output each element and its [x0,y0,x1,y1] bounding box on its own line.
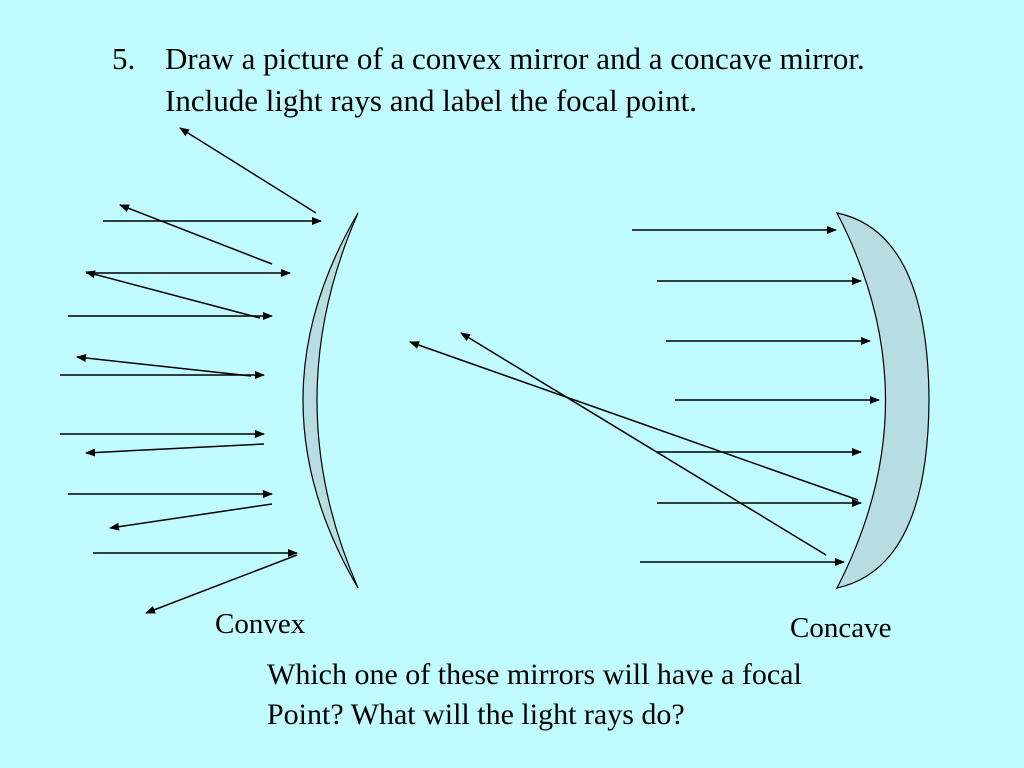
convex-label: Convex [215,608,306,640]
question-number: 5. [112,41,136,76]
footer-question: Which one of these mirrors will have a f… [267,655,802,735]
concave-reflected-ray [409,341,859,501]
convex-reflected-ray [85,270,261,319]
convex-reflected-ray [145,554,298,614]
convex-reflected-ray [85,443,265,457]
question-line-2: Include light rays and label the focal p… [165,83,697,118]
footer-line-1: Which one of these mirrors will have a f… [267,658,802,691]
concave-reflected-ray [460,332,827,556]
footer-line-2: Point? What will the light rays do? [267,698,685,731]
convex-reflected-ray [76,354,252,377]
convex-mirror [302,212,359,589]
convex-reflected-ray [179,127,317,214]
convex-reflected-ray [119,204,273,265]
concave-mirror [835,212,930,589]
convex-reflected-ray [109,503,273,531]
concave-incoming-rays [632,226,880,566]
concave-reflected-rays [409,332,859,556]
concave-label: Concave [790,612,892,644]
convex-incoming-rays [60,217,322,557]
question-line-1: Draw a picture of a convex mirror and a … [165,41,865,76]
convex-reflected-rays [76,127,317,614]
